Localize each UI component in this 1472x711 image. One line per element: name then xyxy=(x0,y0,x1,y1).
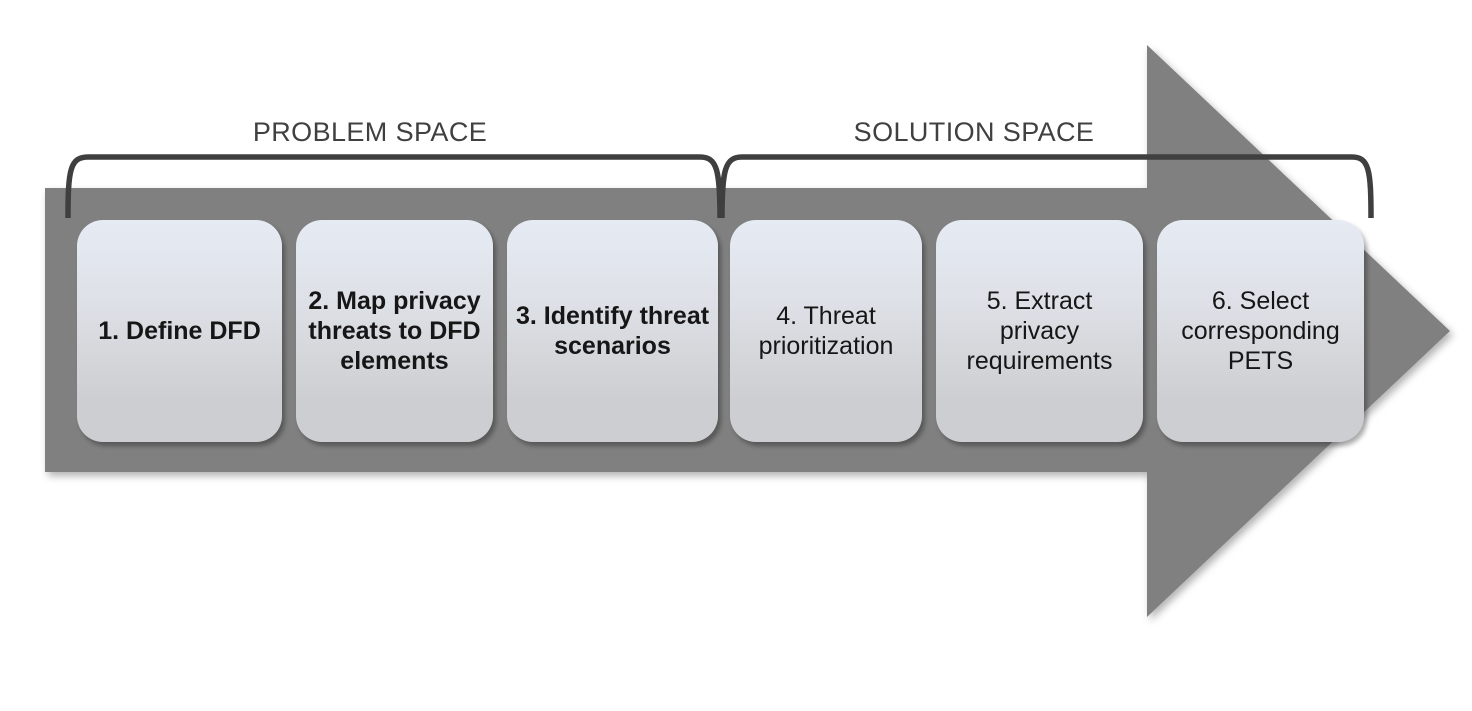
step-box-4[interactable]: 4. Threat prioritization xyxy=(730,220,922,442)
step-1-label: 1. Define DFD xyxy=(98,317,261,345)
step-4-label: 4. Threat prioritization xyxy=(758,302,894,360)
step-5-label: 5. Extract privacy requirements xyxy=(966,287,1113,375)
step-box-3[interactable]: 3. Identify threat scenarios xyxy=(507,220,718,442)
phase-label-solution-space: SOLUTION SPACE xyxy=(853,117,1095,147)
step-3-label: 3. Identify threat scenarios xyxy=(515,302,710,360)
step-box-6[interactable]: 6. Select corresponding PETS xyxy=(1157,220,1364,442)
problem-space-bracket xyxy=(65,154,723,219)
step-box-1[interactable]: 1. Define DFD xyxy=(77,220,282,442)
step-box-2[interactable]: 2. Map privacy threats to DFD elements xyxy=(296,220,493,442)
solution-space-bracket xyxy=(719,154,1374,219)
step-6-label: 6. Select corresponding PETS xyxy=(1181,287,1340,375)
step-box-5[interactable]: 5. Extract privacy requirements xyxy=(936,220,1143,442)
step-2-label: 2. Map privacy threats to DFD elements xyxy=(308,287,481,375)
phase-label-problem-space: PROBLEM SPACE xyxy=(252,117,488,147)
